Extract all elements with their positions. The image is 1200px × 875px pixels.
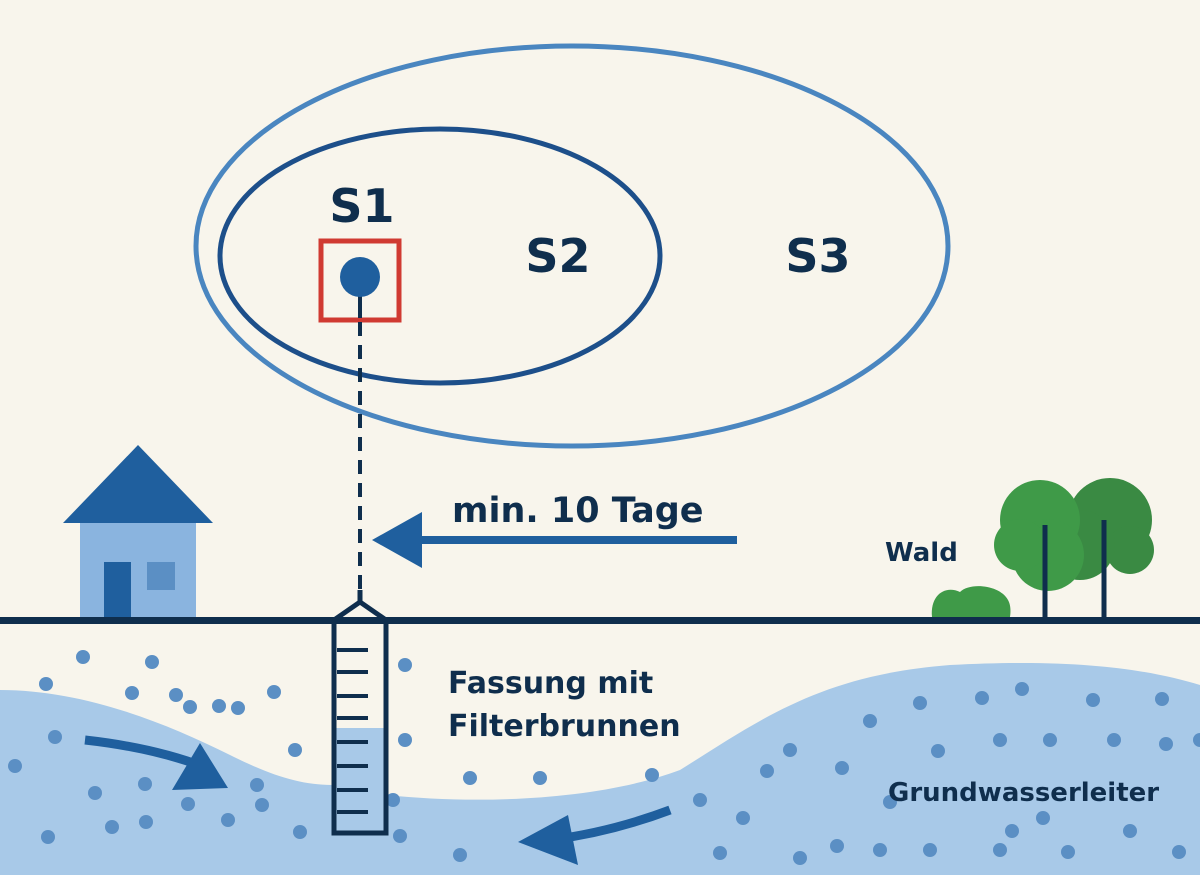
- house-icon: [63, 445, 213, 617]
- soil-particle: [993, 843, 1007, 857]
- soil-particles: [8, 650, 1200, 865]
- soil-particle: [993, 733, 1007, 747]
- soil-particle: [873, 843, 887, 857]
- soil-particle: [923, 843, 937, 857]
- well-label-line1: Fassung mit: [448, 666, 653, 701]
- soil-particle: [221, 813, 235, 827]
- soil-particle: [386, 793, 400, 807]
- zone-s1-label: S1: [329, 179, 394, 233]
- soil-particle: [1043, 733, 1057, 747]
- soil-particle: [212, 699, 226, 713]
- soil-particle: [463, 771, 477, 785]
- soil-particle: [183, 700, 197, 714]
- soil-particle: [760, 764, 774, 778]
- soil-particle: [288, 743, 302, 757]
- soil-particle: [1193, 733, 1200, 747]
- flow-arrow-left-icon: [84, 735, 228, 790]
- soil-particle: [783, 743, 797, 757]
- soil-particle: [453, 848, 467, 862]
- soil-particle: [255, 798, 269, 812]
- soil-particle: [231, 701, 245, 715]
- zone-s2-ellipse: [217, 126, 663, 386]
- soil-particle: [398, 658, 412, 672]
- zone-s3-ellipse: [193, 43, 951, 449]
- soil-particle: [8, 759, 22, 773]
- s1-box: [318, 238, 402, 323]
- soil-particle: [713, 846, 727, 860]
- soil-particle: [1061, 845, 1075, 859]
- soil-particle: [398, 733, 412, 747]
- soil-particle: [1172, 845, 1186, 859]
- soil-particle: [1159, 737, 1173, 751]
- soil-particle: [975, 691, 989, 705]
- soil-particle: [105, 820, 119, 834]
- soil-particle: [1005, 824, 1019, 838]
- well-label-line2: Filterbrunnen: [448, 709, 681, 744]
- forest-icon: [931, 478, 1154, 617]
- flow-arrow-right-icon: [518, 805, 672, 865]
- zone-s3-label: S3: [785, 229, 850, 283]
- soil-particle: [1036, 811, 1050, 825]
- soil-particle: [250, 778, 264, 792]
- soil-particle: [736, 811, 750, 825]
- soil-particle: [138, 777, 152, 791]
- ground-line: [0, 617, 1200, 624]
- soil-particle: [883, 795, 897, 809]
- soil-particle: [931, 744, 945, 758]
- soil-particle: [1086, 693, 1100, 707]
- soil-particle: [1155, 692, 1169, 706]
- soil-particle: [1107, 733, 1121, 747]
- aquifer-label: Grundwasserleiter: [888, 778, 1159, 808]
- soil-particle: [41, 830, 55, 844]
- soil-particle: [693, 793, 707, 807]
- soil-particle: [145, 655, 159, 669]
- soil-particle: [125, 686, 139, 700]
- soil-particle: [88, 786, 102, 800]
- soil-particle: [39, 677, 53, 691]
- soil-particle: [793, 851, 807, 865]
- aquifer-water: [0, 662, 1200, 875]
- arrow-left-icon: [372, 512, 737, 568]
- soil-particle: [139, 815, 153, 829]
- soil-particle: [863, 714, 877, 728]
- zone-s2-label: S2: [525, 229, 590, 283]
- soil-particle: [645, 768, 659, 782]
- soil-particle: [830, 839, 844, 853]
- soil-particle: [835, 761, 849, 775]
- soil-particle: [293, 825, 307, 839]
- soil-particle: [913, 696, 927, 710]
- soil-particle: [76, 650, 90, 664]
- soil-particle: [1123, 824, 1137, 838]
- soil-particle: [393, 829, 407, 843]
- soil-particle: [169, 688, 183, 702]
- forest-label: Wald: [885, 538, 958, 568]
- soil-particle: [1015, 682, 1029, 696]
- soil-particle: [533, 771, 547, 785]
- soil-particle: [181, 797, 195, 811]
- well-marker-icon: [340, 257, 380, 297]
- filter-well-icon: [331, 590, 389, 836]
- travel-time-label: min. 10 Tage: [452, 491, 704, 531]
- soil-particle: [267, 685, 281, 699]
- soil-particle: [48, 730, 62, 744]
